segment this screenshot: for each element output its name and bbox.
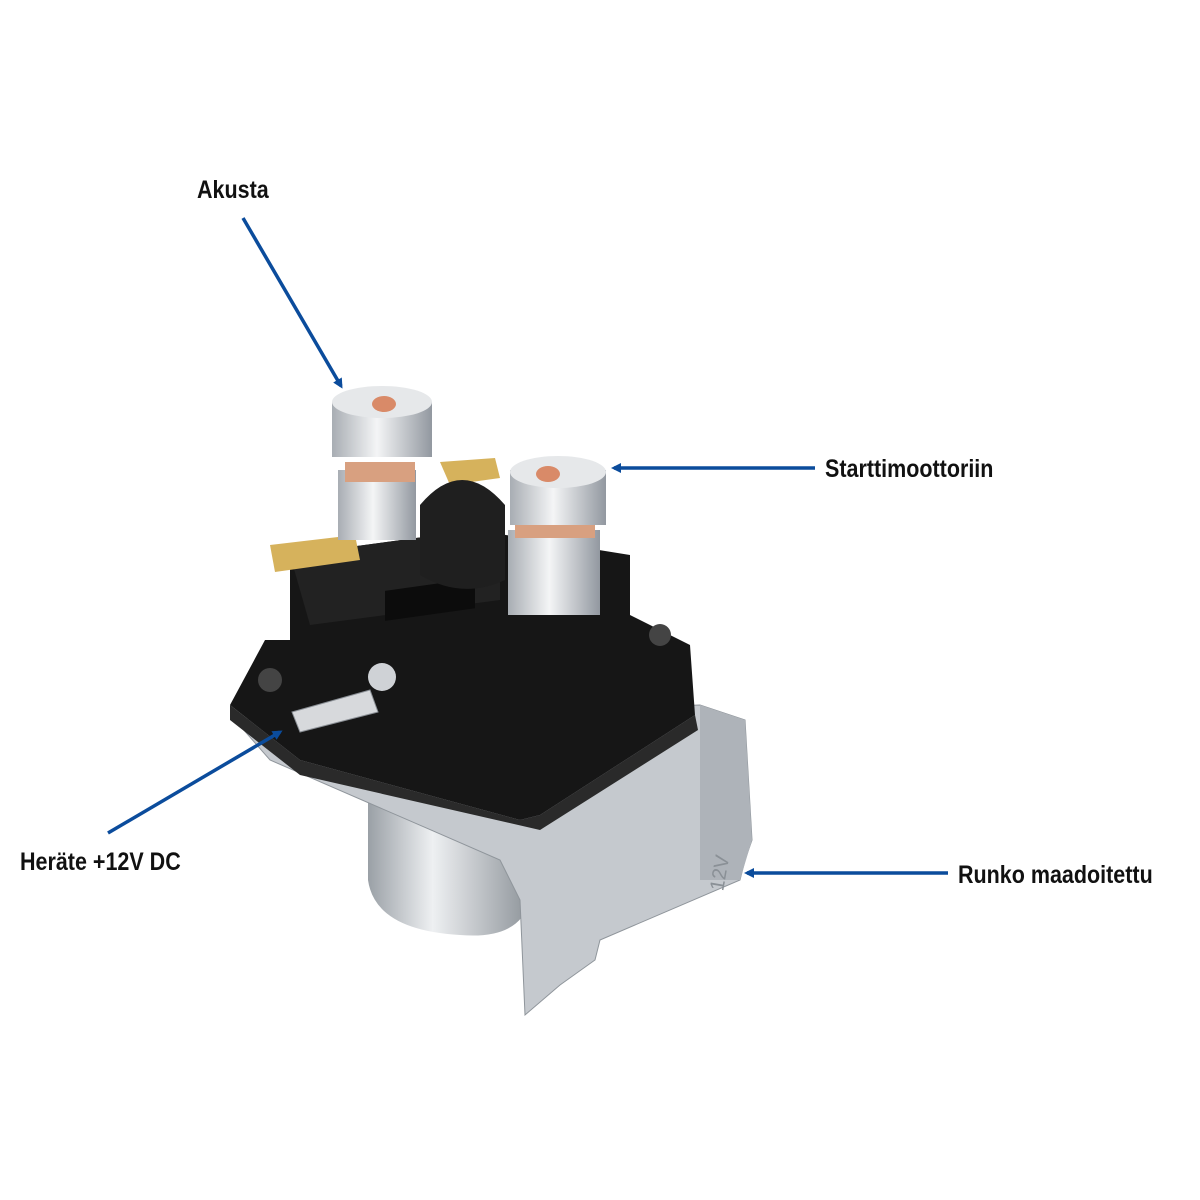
trigger-label: Heräte +12V DC — [20, 848, 181, 876]
battery-terminal — [332, 386, 432, 540]
rubber-cap — [420, 480, 505, 589]
ground-label: Runko maadoitettu — [958, 861, 1153, 889]
spade-terminals — [270, 458, 500, 733]
trigger-arrow — [107, 730, 283, 835]
battery-arrow — [241, 217, 343, 389]
battery-label: Akusta — [197, 176, 269, 204]
starter-motor-label: Starttimoottoriin — [825, 455, 994, 483]
starter-motor-terminal — [508, 456, 606, 615]
